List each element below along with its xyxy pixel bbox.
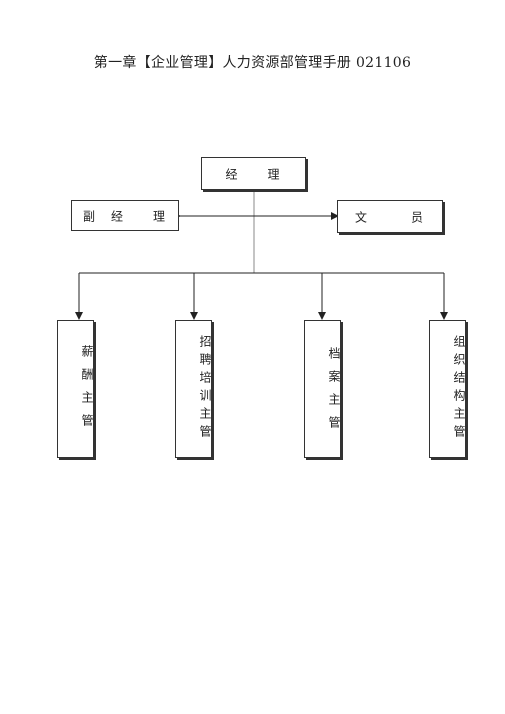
supervisor-box-salary: 薪酬主管 [57,320,94,458]
supervisor-label-salary: 薪酬主管 [80,345,94,437]
deputy-manager-box: 副 经 理 [71,200,179,231]
supervisor-label-recruitment: 招聘培训主管 [198,335,212,443]
deputy-manager-label: 副 经 理 [82,209,167,223]
supervisor-label-archives: 档案主管 [327,347,341,439]
manager-box: 经 理 [201,157,306,190]
clerk-box: 文 员 [337,200,443,233]
supervisor-box-archives: 档案主管 [304,320,341,458]
page-title: 第一章【企业管理】人力资源部管理手册 021106 [93,55,412,71]
clerk-label: 文 员 [354,210,425,224]
supervisor-label-org-structure: 组织结构主管 [452,335,466,443]
supervisor-box-recruitment: 招聘培训主管 [175,320,212,458]
manager-label: 经 理 [225,167,282,181]
supervisor-box-org-structure: 组织结构主管 [429,320,466,458]
